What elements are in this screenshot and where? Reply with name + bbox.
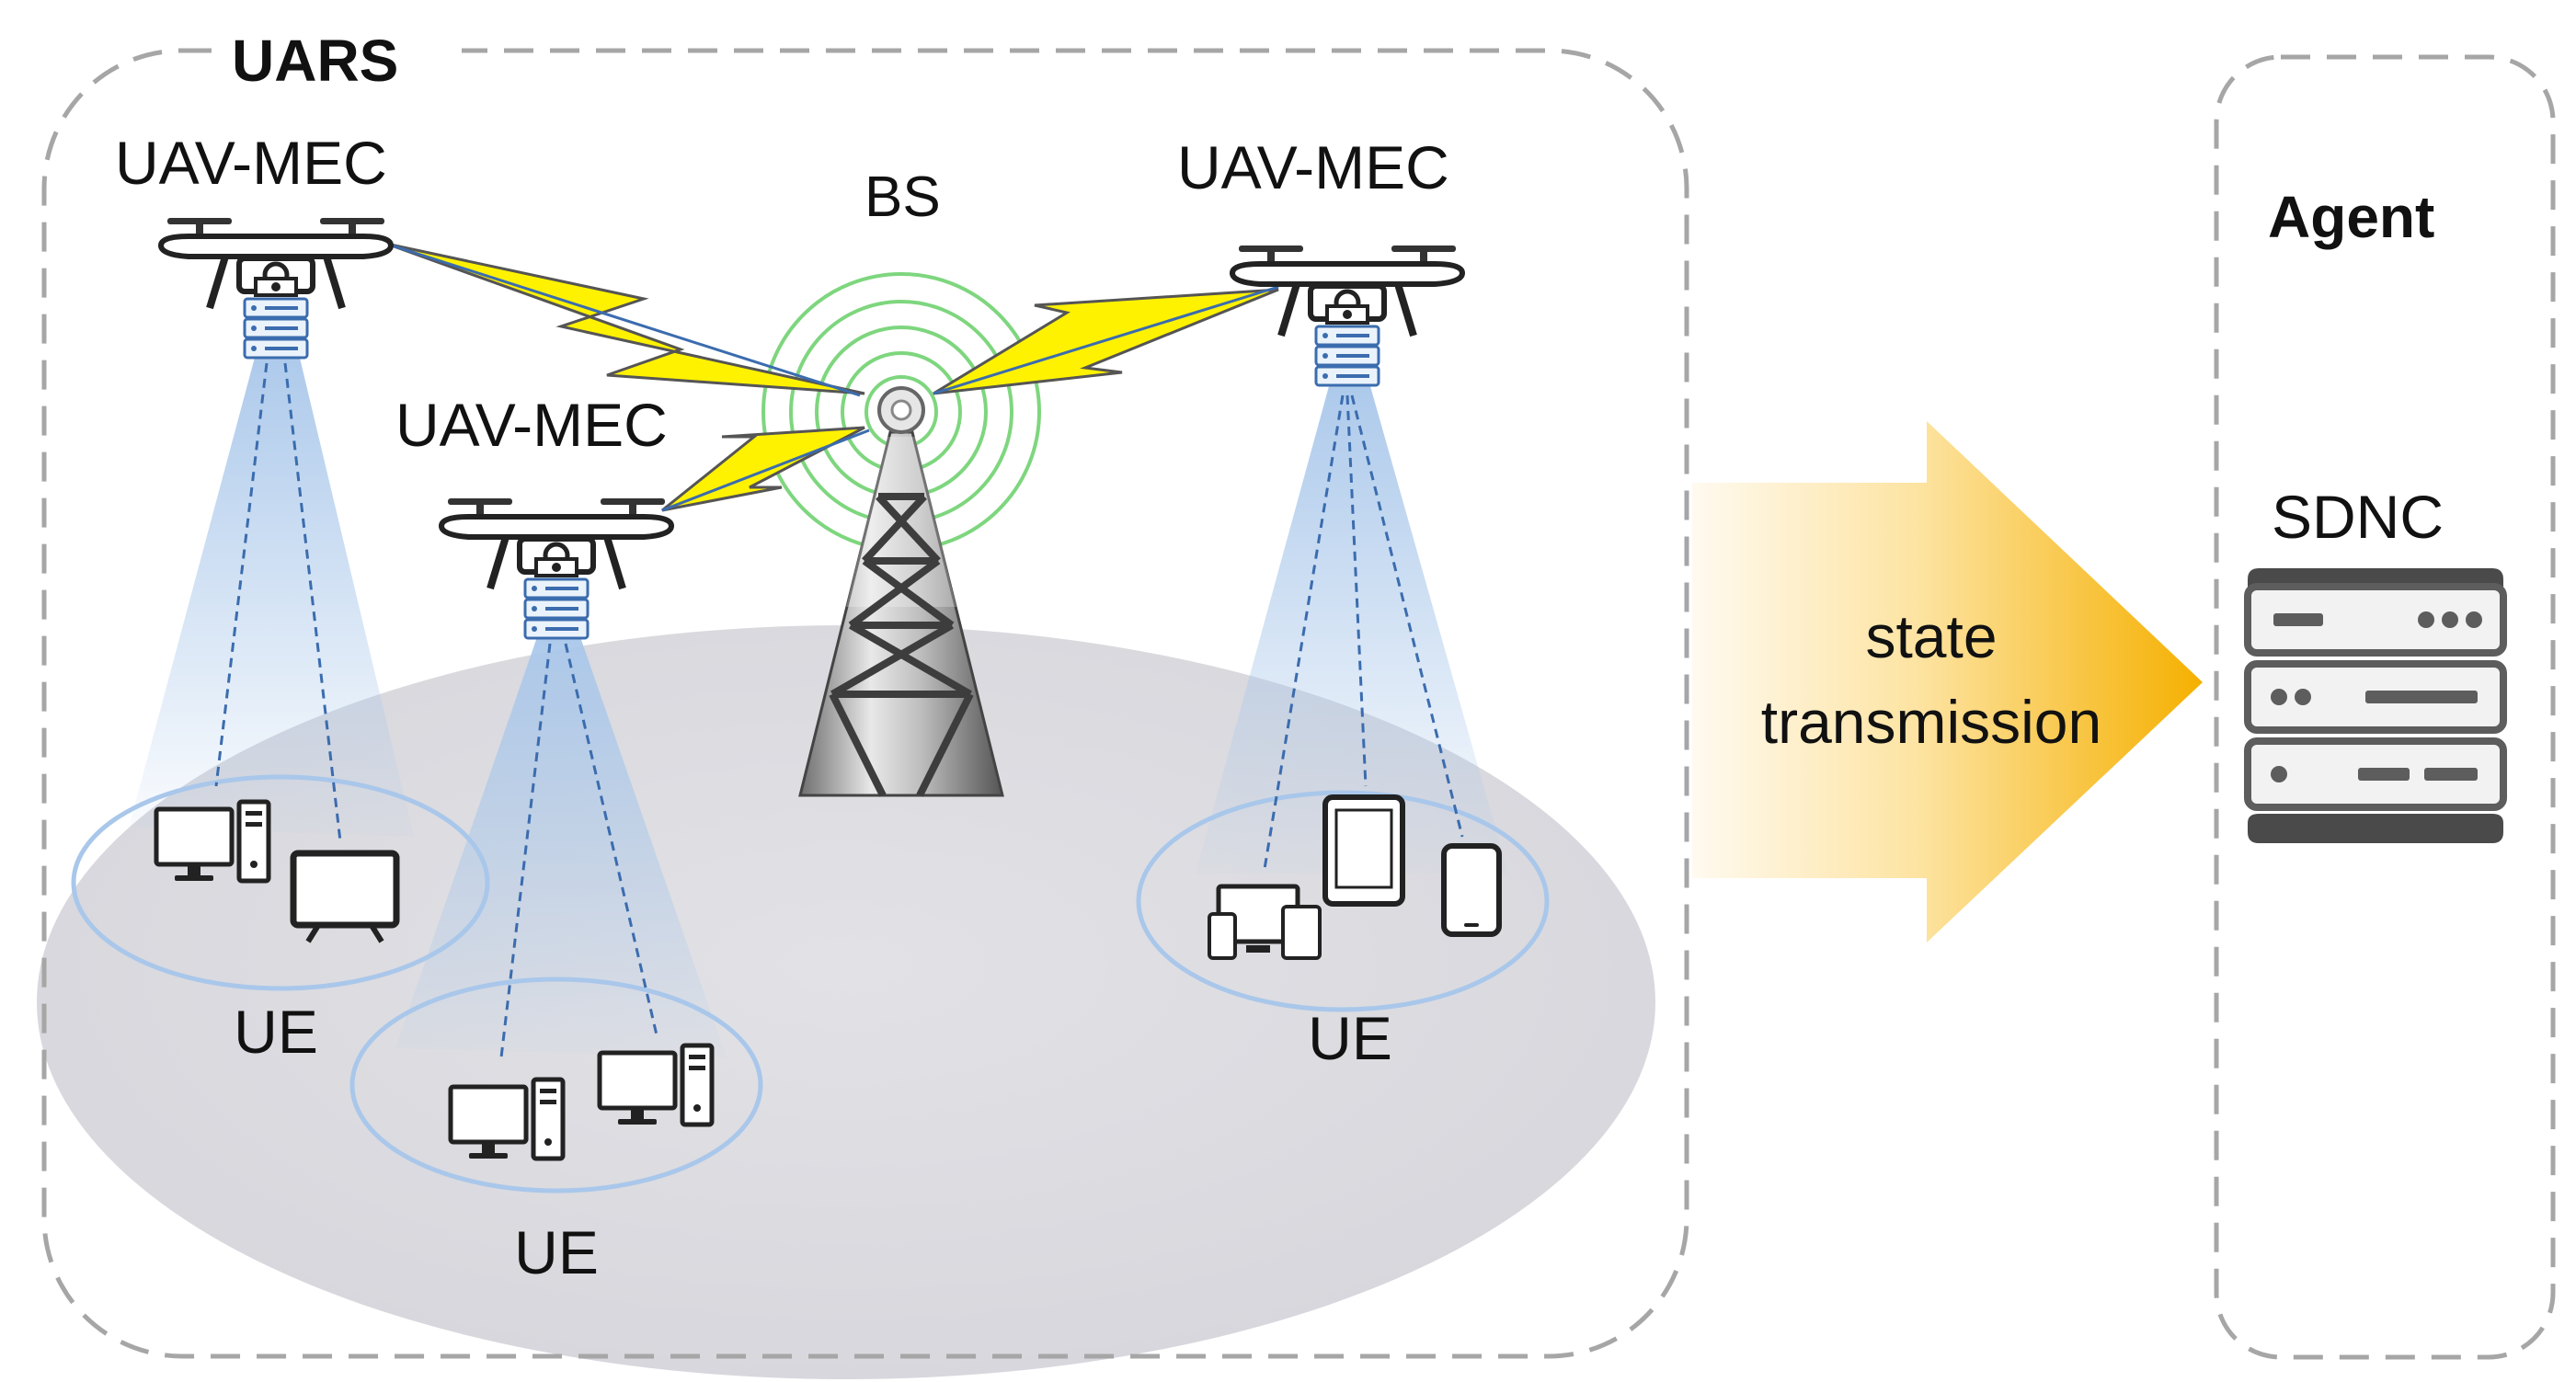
ue-coverage-right bbox=[1136, 790, 1550, 1012]
uav-mec-left-drone-icon bbox=[161, 218, 391, 358]
tablet-icon bbox=[1325, 797, 1402, 904]
agent-boundary bbox=[2214, 54, 2556, 1360]
ue-links bbox=[214, 362, 1464, 1058]
agent-label: Agent bbox=[2268, 184, 2434, 250]
ue-left-label: UE bbox=[234, 998, 318, 1066]
uav-mec-middle-drone-icon bbox=[441, 498, 671, 638]
beam-right bbox=[1196, 386, 1508, 874]
bs-label: BS bbox=[864, 166, 941, 229]
phone-icon bbox=[1444, 846, 1499, 934]
ue-coverage-middle bbox=[349, 977, 763, 1194]
beam-left bbox=[129, 354, 414, 837]
arrow-text-line1: state bbox=[1865, 602, 1997, 670]
wireless-links bbox=[385, 242, 1279, 512]
uav-mec-right-drone-icon bbox=[1232, 246, 1462, 385]
uars-boundary bbox=[41, 48, 1689, 1359]
uav-mec-left-label: UAV-MEC bbox=[115, 129, 387, 197]
beam-middle bbox=[395, 634, 727, 1057]
sdnc-label: SDNC bbox=[2272, 483, 2444, 551]
ue-coverage-left bbox=[71, 774, 490, 991]
uars-label: UARS bbox=[232, 28, 398, 94]
ue-right-label: UE bbox=[1308, 1004, 1392, 1072]
arrow-text-line2: transmission bbox=[1761, 688, 2101, 756]
uav-mec-right-label: UAV-MEC bbox=[1177, 133, 1449, 201]
uav-mec-middle-label: UAV-MEC bbox=[395, 391, 668, 459]
base-station-tower bbox=[798, 386, 1004, 797]
state-transmission-arrow bbox=[1692, 421, 2203, 942]
ue-middle-label: UE bbox=[514, 1218, 599, 1286]
sdnc-server-icon bbox=[2244, 568, 2507, 843]
